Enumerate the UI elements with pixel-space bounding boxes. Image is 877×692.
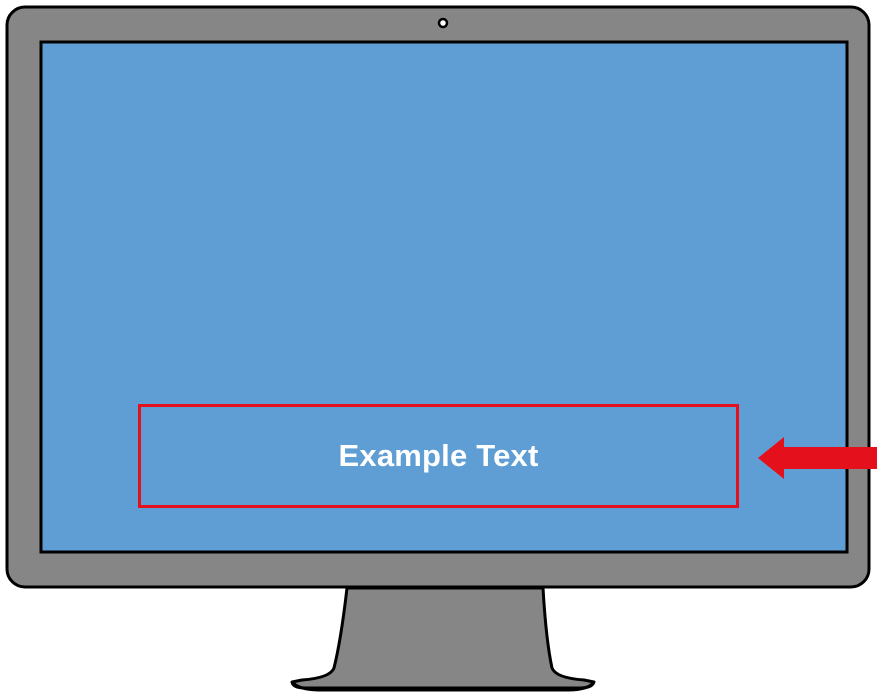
caption-text: Example Text <box>339 438 539 474</box>
monitor-stand-neck <box>292 588 594 688</box>
camera-dot-icon <box>439 19 447 27</box>
left-arrow-icon <box>758 437 877 479</box>
highlight-box: Example Text <box>138 404 739 508</box>
